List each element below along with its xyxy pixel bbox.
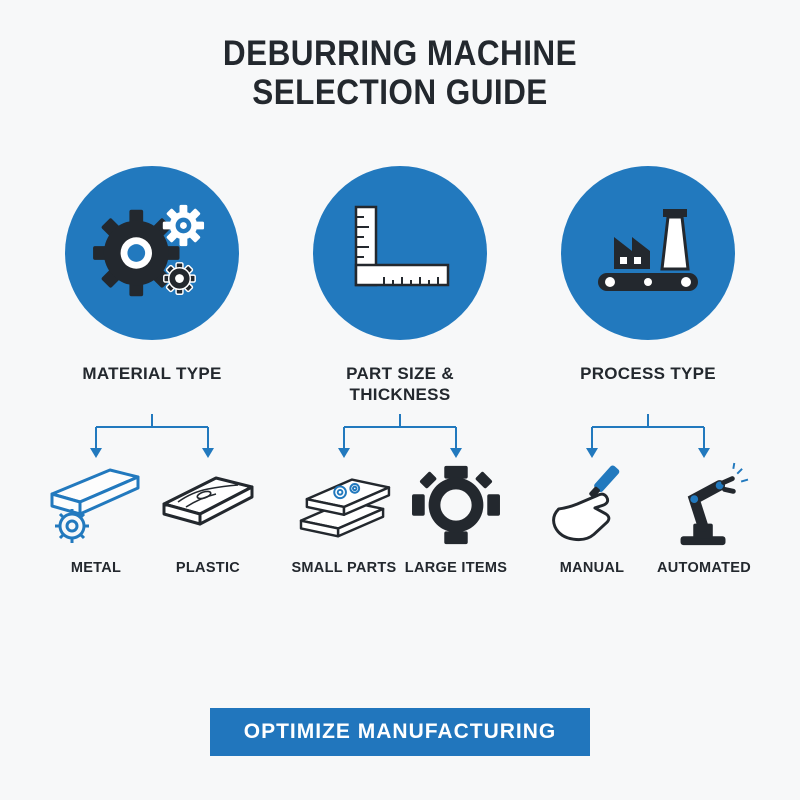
large-items-icon [412, 466, 500, 545]
small-parts-icon-box [292, 462, 396, 548]
title-line-2: SELECTION GUIDE [252, 73, 548, 113]
manual-icon [552, 465, 620, 542]
branch-arrows [586, 414, 710, 459]
footer-label: OPTIMIZE MANUFACTURING [243, 720, 557, 743]
large-items-icon-box [406, 462, 506, 548]
option-plastic: PLASTIC [152, 462, 264, 576]
column-process-type: PROCESS TYPE [532, 166, 764, 576]
branch-arrows [90, 414, 214, 459]
metal-icon-box [46, 462, 146, 548]
part-size-circle [313, 166, 487, 341]
ruler-icon [354, 206, 450, 287]
material-options: METAL [40, 462, 264, 576]
plastic-icon [162, 476, 254, 526]
columns-row: MATERIAL TYPE [0, 166, 800, 576]
option-label-metal: METAL [70, 560, 122, 577]
gears-icon [93, 205, 205, 297]
column-material-type: MATERIAL TYPE [36, 166, 268, 576]
option-label-automated: AUTOMATED [657, 560, 751, 577]
process-options: MANUAL [536, 462, 760, 576]
option-large-items: LARGE ITEMS [400, 462, 512, 576]
title-line-1: DEBURRING MACHINE [222, 34, 578, 73]
automated-icon [680, 463, 749, 546]
branch-arrows [338, 414, 462, 459]
option-metal: METAL [40, 462, 152, 576]
option-small-parts: SMALL PARTS [288, 462, 400, 576]
option-label-plastic: PLASTIC [175, 560, 241, 577]
plastic-icon-box [158, 462, 258, 548]
metal-icon [50, 468, 140, 544]
column-label-process-type: PROCESS TYPE [580, 364, 716, 384]
option-label-large-items: LARGE ITEMS [404, 560, 508, 577]
part-size-options: SMALL PARTS [288, 462, 512, 576]
factory-icon [598, 209, 698, 292]
option-label-small-parts: SMALL PARTS [291, 560, 397, 577]
process-type-circle [561, 166, 735, 341]
column-label-material-type: MATERIAL TYPE [82, 364, 222, 384]
small-parts-icon [299, 478, 391, 538]
column-label-part-size: PART SIZE & THICKNESS [346, 364, 454, 404]
automated-icon-box [654, 462, 754, 548]
manual-icon-box [542, 462, 642, 548]
option-manual: MANUAL [536, 462, 648, 576]
option-label-manual: MANUAL [559, 560, 625, 577]
footer-banner: OPTIMIZE MANUFACTURING [210, 708, 590, 756]
material-type-circle [65, 166, 239, 341]
column-part-size: PART SIZE & THICKNESS [284, 166, 516, 576]
option-automated: AUTOMATED [648, 462, 760, 576]
